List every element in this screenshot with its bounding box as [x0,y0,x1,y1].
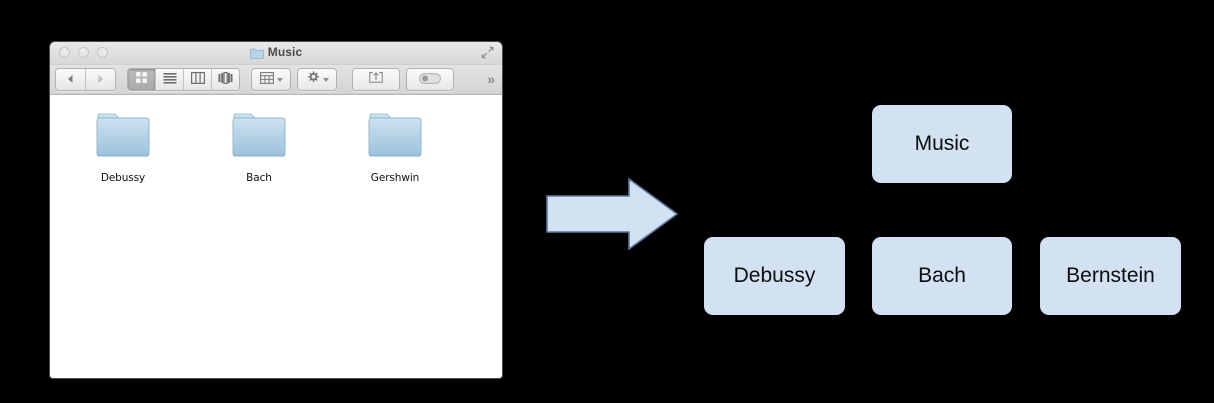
diagram-node-label: Music [914,132,970,155]
window-title: Music [50,45,502,63]
grid-view-icon [135,71,148,89]
diagram-node-music[interactable]: Music [872,105,1012,183]
finder-window[interactable]: Music [50,42,502,378]
list-item-label: Bach [246,172,272,184]
diagram-node-label: Debussy [733,264,816,287]
close-button[interactable] [59,47,70,58]
coverflow-view-icon [218,71,233,89]
share-button[interactable] [352,68,400,91]
minimize-button[interactable] [78,47,89,58]
forward-triangle-icon [96,71,105,89]
zoom-button[interactable] [97,47,108,58]
view-list[interactable] [156,69,184,90]
diagram-node-bach[interactable]: Bach [872,237,1012,315]
list-item-label: Debussy [100,172,146,184]
window-titlebar[interactable]: Music [50,42,502,65]
diagram-node-label: Bernstein [1066,264,1155,287]
share-export-icon [368,71,384,89]
diagram-node-debussy[interactable]: Debussy [704,237,845,315]
folder-icon [90,113,156,166]
window-title-text: Music [267,45,303,59]
right-arrow-icon [546,177,679,251]
tags-button[interactable] [406,68,454,91]
list-item[interactable]: Gershwin [362,108,428,184]
action-button[interactable] [297,68,337,91]
forward-button[interactable] [86,69,115,90]
chevron-down-icon [276,77,283,82]
finder-content-area[interactable]: Debussy Bach [50,95,502,378]
navigation-buttons[interactable] [55,68,116,91]
tag-pill-icon [419,71,441,89]
list-view-icon [163,71,177,89]
column-view-icon [190,71,205,89]
arrange-grid-icon [259,71,274,89]
traffic-light-group [59,47,108,58]
diagram-node-bernstein[interactable]: Bernstein [1040,237,1181,315]
list-item[interactable]: Bach [226,108,292,184]
diagram-node-label: Bach [918,264,966,287]
folder-icon [226,113,292,166]
view-column[interactable] [184,69,212,90]
fullscreen-arrows-icon[interactable] [481,46,494,59]
arrange-by-button[interactable] [251,68,291,91]
toolbar-overflow-button[interactable]: » [487,71,495,87]
view-coverflow[interactable] [212,69,239,90]
gear-icon [306,70,320,89]
chevron-down-icon [322,77,329,82]
folder-icon [249,48,264,63]
folder-icon [362,113,428,166]
finder-toolbar[interactable]: » [50,65,502,95]
list-item[interactable]: Debussy [90,108,156,184]
view-mode-group[interactable] [127,68,240,91]
back-button[interactable] [56,69,86,90]
list-item-label: Gershwin [370,172,420,184]
view-icon[interactable] [128,69,156,90]
back-triangle-icon [66,71,75,89]
icon-grid: Debussy Bach [50,95,502,184]
